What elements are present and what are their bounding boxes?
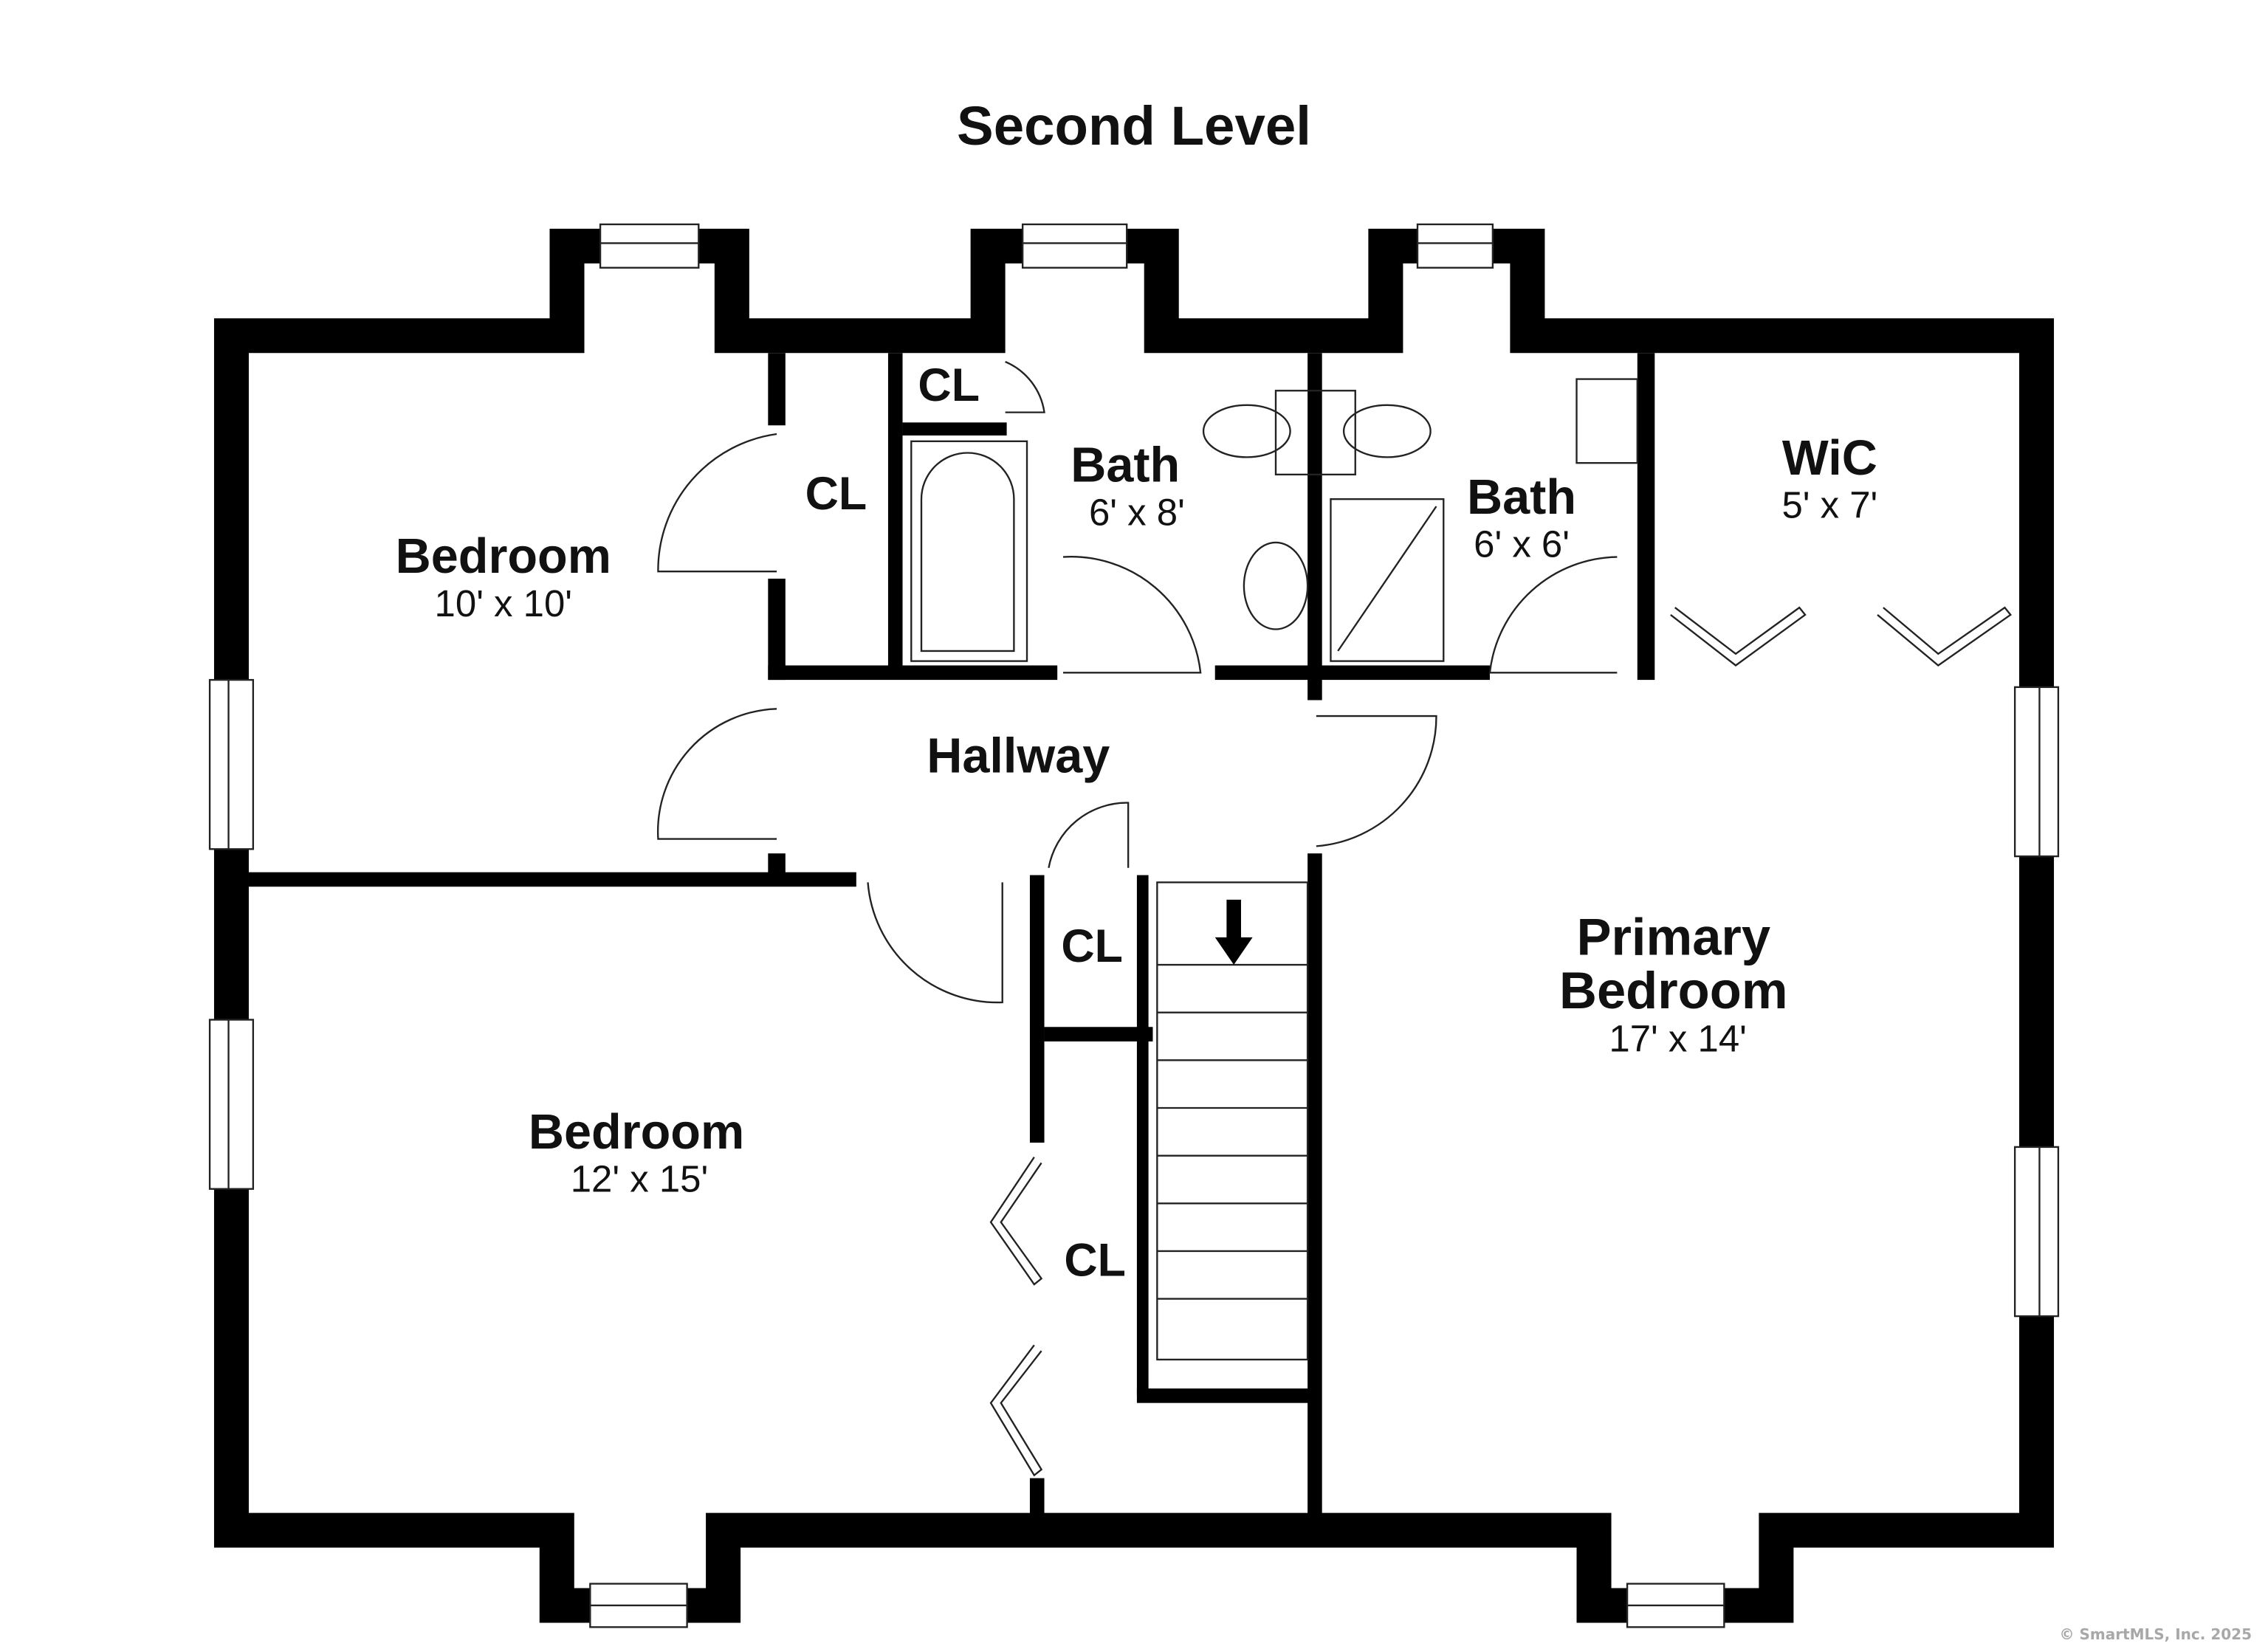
stairs xyxy=(1156,881,1309,1361)
room-name: Bath xyxy=(1071,438,1180,493)
room-name: Bath xyxy=(1467,470,1576,525)
room-name: Hallway xyxy=(927,729,1110,783)
room-labels: Bedroom 10' x 10' Bath 6' x 8' Bath 6' x… xyxy=(396,359,1878,1286)
room-dims: 6' x 6' xyxy=(1474,523,1570,565)
room-dims: 12' x 15' xyxy=(571,1158,708,1200)
room-dims: 6' x 8' xyxy=(1089,491,1185,533)
doors xyxy=(656,360,2012,1477)
windows xyxy=(208,223,2060,1628)
closet-label: CL xyxy=(805,468,867,520)
closet-label: CL xyxy=(1061,920,1123,972)
room-name: WiC xyxy=(1782,431,1877,486)
room-name: Bedroom xyxy=(396,529,611,584)
room-dims: 10' x 10' xyxy=(435,582,572,624)
closet-label: CL xyxy=(1064,1234,1126,1286)
closet-label: CL xyxy=(918,359,980,411)
room-dims: 5' x 7' xyxy=(1781,484,1877,526)
fixtures xyxy=(910,378,1638,1361)
down-arrow-icon xyxy=(1214,899,1253,965)
room-dims: 17' x 14' xyxy=(1609,1018,1746,1060)
plan-title: Second Level xyxy=(957,95,1311,156)
room-name: Bedroom xyxy=(1559,961,1788,1019)
interior-walls xyxy=(248,353,1655,1516)
room-name: Bedroom xyxy=(529,1105,744,1160)
room-name: Primary xyxy=(1576,907,1770,965)
copyright-text: © SmartMLS, Inc. 2025 xyxy=(2059,1625,2252,1643)
